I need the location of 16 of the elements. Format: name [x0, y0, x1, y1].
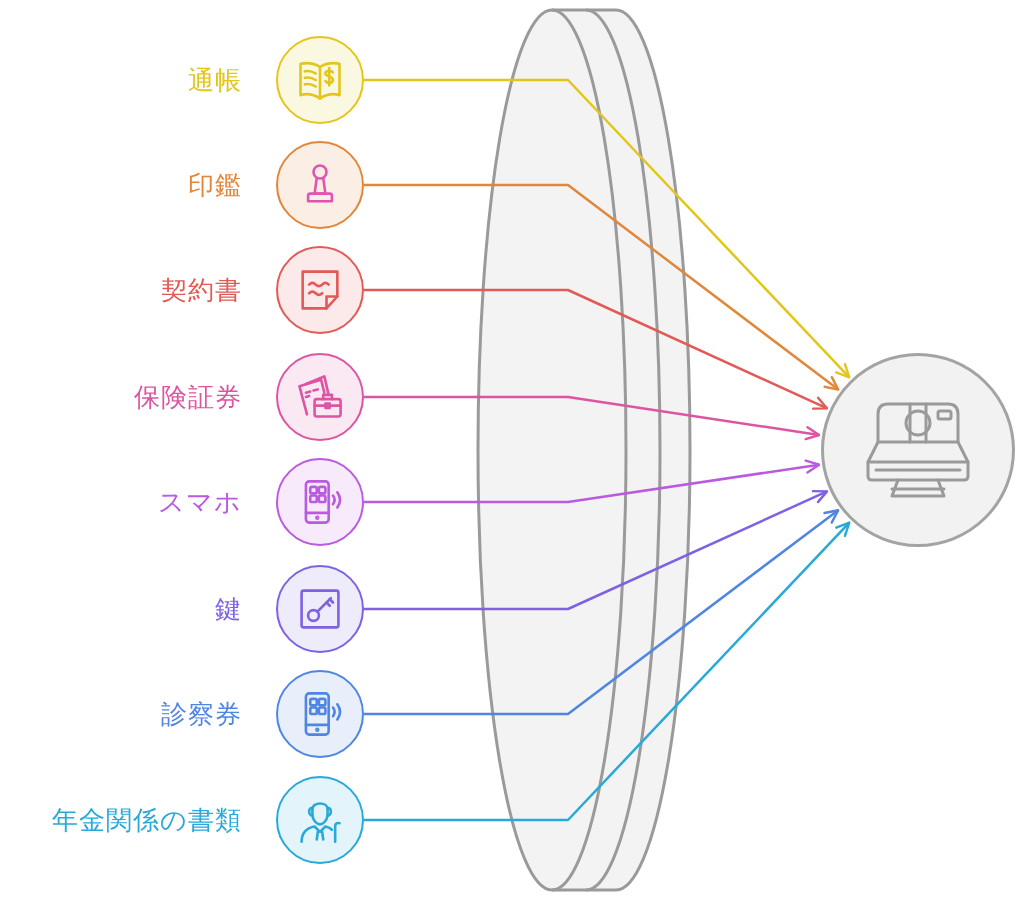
item-label: 通帳	[188, 67, 242, 93]
arrow	[364, 288, 829, 410]
arrow	[364, 78, 851, 379]
arrow	[364, 395, 821, 441]
item-label: 年金関係の書類	[52, 807, 242, 833]
arrow	[364, 521, 851, 822]
item-label: 印鑑	[188, 172, 242, 198]
arrow	[364, 459, 821, 504]
arrow	[364, 509, 840, 716]
item-label: 契約書	[161, 277, 242, 303]
item-label: スマホ	[158, 489, 242, 515]
arrow	[364, 489, 829, 611]
item-label: 保険証券	[134, 384, 242, 410]
item-label: 鍵	[215, 596, 242, 622]
item-label: 診察券	[161, 701, 242, 727]
arrow	[364, 183, 840, 391]
